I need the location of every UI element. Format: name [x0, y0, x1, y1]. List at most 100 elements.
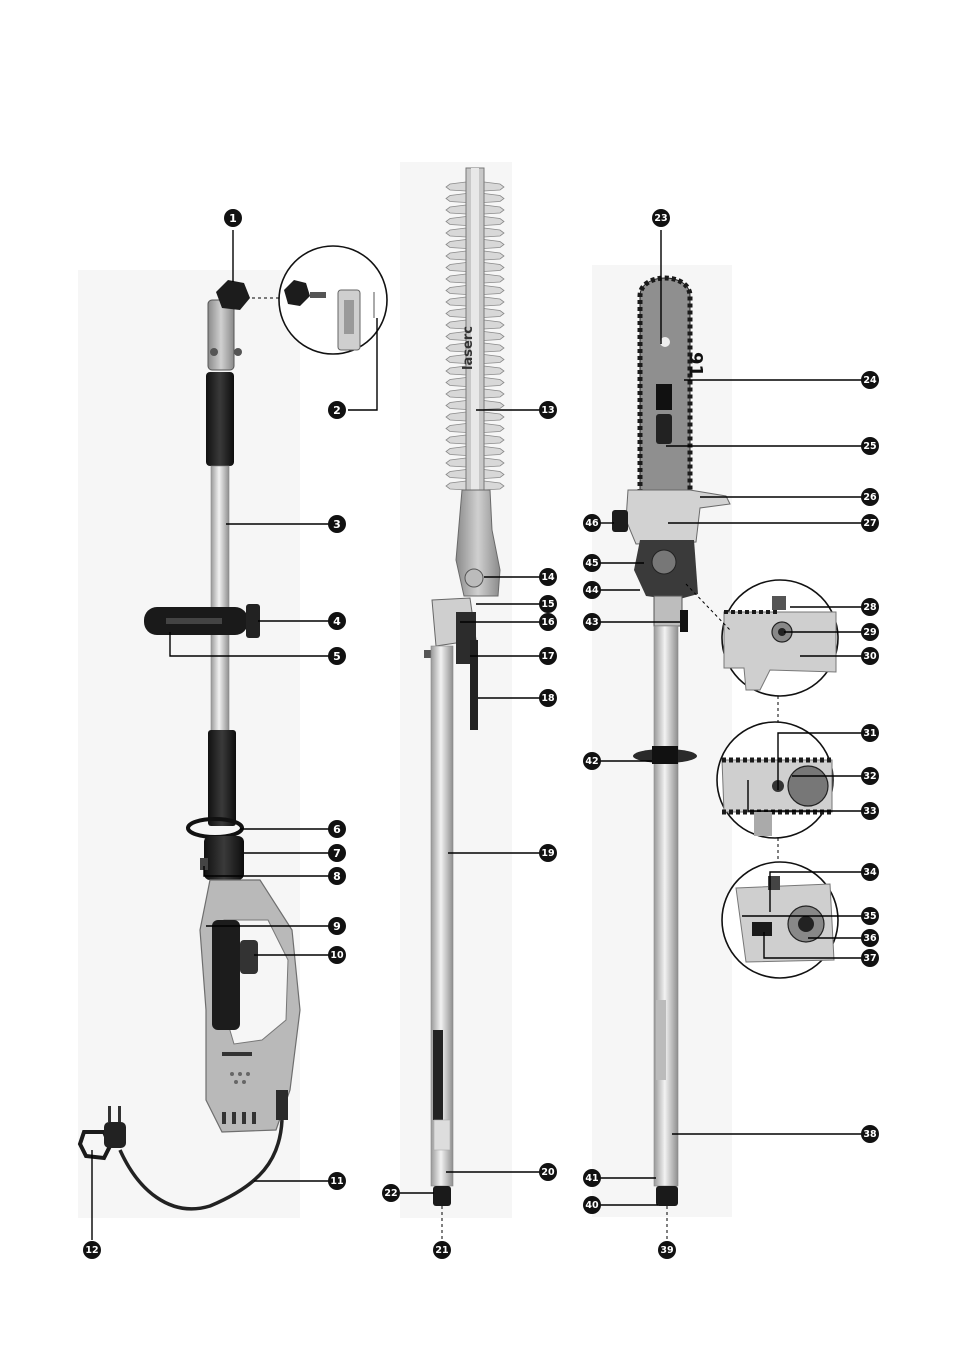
callout-badge-31 [861, 724, 879, 742]
callout-label-43: 43 [585, 617, 598, 628]
callout-label-2: 2 [333, 404, 341, 417]
callout-badge-18 [539, 689, 557, 707]
callout-label-41: 41 [585, 1173, 598, 1184]
callout-label-24: 24 [863, 375, 877, 386]
callout-label-19: 19 [541, 848, 554, 859]
callout-label-8: 8 [333, 870, 341, 883]
callout-badge-29 [861, 623, 879, 641]
callout-badge-41 [583, 1169, 601, 1187]
callout-label-14: 14 [541, 572, 555, 583]
callout-badge-26 [861, 488, 879, 506]
callout-label-11: 11 [330, 1176, 343, 1187]
callout-label-26: 26 [863, 492, 877, 503]
callout-badge-4 [328, 612, 346, 630]
callout-label-6: 6 [333, 823, 341, 836]
callout-badge-25 [861, 437, 879, 455]
callout-label-21: 21 [435, 1245, 448, 1256]
bar-text: 91 [685, 352, 706, 377]
callout-label-15: 15 [541, 599, 554, 610]
callout-label-33: 33 [863, 806, 876, 817]
callout-label-46: 46 [585, 518, 599, 529]
callout-badge-23 [652, 209, 670, 227]
callout-label-7: 7 [333, 847, 341, 860]
callout-label-13: 13 [541, 405, 554, 416]
callout-label-9: 9 [333, 920, 341, 933]
callout-badge-46 [583, 514, 601, 532]
callout-badge-10 [328, 946, 346, 964]
callout-badge-40 [583, 1196, 601, 1214]
callout-badge-7 [328, 844, 346, 862]
callout-badge-37 [861, 949, 879, 967]
callout-badge-16 [539, 613, 557, 631]
photo-background-middle [400, 162, 512, 1218]
chain-tension-inset [721, 579, 839, 697]
callout-badge-44 [583, 581, 601, 599]
callout-label-45: 45 [585, 558, 598, 569]
callout-label-37: 37 [863, 953, 876, 964]
callout-badge-45 [583, 554, 601, 572]
callout-label-36: 36 [863, 933, 877, 944]
callout-badge-5 [328, 647, 346, 665]
callout-badge-30 [861, 647, 879, 665]
callout-label-22: 22 [384, 1188, 397, 1199]
callout-label-30: 30 [863, 651, 877, 662]
callout-label-38: 38 [863, 1129, 877, 1140]
callout-badge-32 [861, 767, 879, 785]
callout-badge-14 [539, 568, 557, 586]
callout-label-5: 5 [333, 650, 341, 663]
callout-badge-22 [382, 1184, 400, 1202]
callout-badge-3 [328, 515, 346, 533]
callout-badges: 1234567891011121314151617181920212223242… [83, 209, 879, 1259]
power-unit-illustration [77, 280, 301, 1211]
callout-badge-11 [328, 1172, 346, 1190]
knob-detail-inset [278, 245, 388, 355]
callout-badge-24 [861, 371, 879, 389]
callout-badge-38 [861, 1125, 879, 1143]
sprocket-inset [716, 721, 834, 839]
callout-label-4: 4 [333, 615, 341, 628]
callout-badge-8 [328, 867, 346, 885]
callout-label-31: 31 [863, 728, 876, 739]
callout-label-16: 16 [541, 617, 555, 628]
callout-label-20: 20 [541, 1167, 555, 1178]
callout-badge-1 [224, 209, 242, 227]
callout-label-28: 28 [863, 602, 877, 613]
callout-badge-15 [539, 595, 557, 613]
callout-badge-9 [328, 917, 346, 935]
callout-badge-27 [861, 514, 879, 532]
callout-label-25: 25 [863, 441, 876, 452]
callout-badge-17 [539, 647, 557, 665]
callout-badge-6 [328, 820, 346, 838]
callout-badge-19 [539, 844, 557, 862]
callout-badge-21 [433, 1241, 451, 1259]
callout-label-34: 34 [863, 867, 877, 878]
callout-badge-36 [861, 929, 879, 947]
pole-saw-illustration: 91 [612, 275, 731, 1206]
callout-badge-33 [861, 802, 879, 820]
callout-label-1: 1 [229, 212, 237, 225]
brand-text: laserc [461, 326, 476, 370]
callout-label-29: 29 [863, 627, 876, 638]
callout-label-18: 18 [541, 693, 555, 704]
callout-label-42: 42 [585, 756, 598, 767]
callout-label-39: 39 [660, 1245, 673, 1256]
callout-label-23: 23 [654, 213, 667, 224]
callout-badge-13 [539, 401, 557, 419]
callout-badge-12 [83, 1241, 101, 1259]
callout-badge-2 [328, 401, 346, 419]
callout-label-40: 40 [585, 1200, 599, 1211]
callout-label-27: 27 [863, 518, 876, 529]
callout-badge-39 [658, 1241, 676, 1259]
housing-inset [721, 861, 839, 979]
callout-label-12: 12 [85, 1245, 98, 1256]
callout-label-32: 32 [863, 771, 876, 782]
callout-label-44: 44 [585, 585, 599, 596]
callout-badge-43 [583, 613, 601, 631]
callout-badge-20 [539, 1163, 557, 1181]
callout-badge-28 [861, 598, 879, 616]
callout-label-3: 3 [333, 518, 341, 531]
leader-lines [91, 230, 862, 1240]
callout-label-35: 35 [863, 911, 876, 922]
callout-label-17: 17 [541, 651, 554, 662]
